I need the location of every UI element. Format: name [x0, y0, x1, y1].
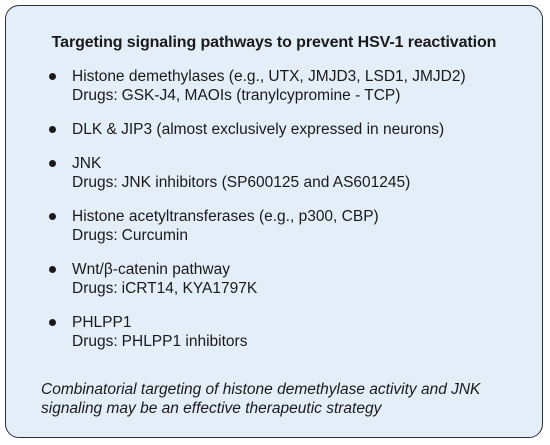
list-item: Wnt/β-catenin pathway Drugs:iCRT14, KYA1… — [47, 260, 466, 298]
drugs-label: Drugs: — [72, 280, 118, 297]
drugs-label: Drugs: — [72, 227, 118, 244]
bullet-icon — [49, 73, 56, 80]
summary-panel: Targeting signaling pathways to prevent … — [5, 5, 543, 438]
conclusion-line-1: Combinatorial targeting of histone demet… — [41, 381, 481, 398]
drugs-line: Drugs:PHLPP1 inhibitors — [72, 332, 466, 351]
target-text: Histone demethylases (e.g., UTX, JMJD3, … — [72, 68, 466, 85]
bullet-icon — [49, 266, 56, 273]
bullet-icon — [49, 213, 56, 220]
drugs-text: Curcumin — [121, 227, 188, 244]
drugs-label: Drugs: — [72, 174, 118, 191]
list-item: PHLPP1 Drugs:PHLPP1 inhibitors — [47, 313, 466, 351]
list-item: DLK & JIP3 (almost exclusively expressed… — [47, 120, 466, 139]
bullet-icon — [49, 126, 56, 133]
drugs-text: JNK inhibitors (SP600125 and AS601245) — [121, 174, 411, 191]
target-text: PHLPP1 — [72, 314, 132, 331]
drugs-label: Drugs: — [72, 87, 118, 104]
panel-title: Targeting signaling pathways to prevent … — [51, 34, 497, 51]
drugs-line: Drugs:Curcumin — [72, 226, 466, 245]
drugs-line: Drugs:JNK inhibitors (SP600125 and AS601… — [72, 173, 466, 192]
drugs-text: PHLPP1 inhibitors — [121, 333, 248, 350]
drugs-line: Drugs:GSK-J4, MAOIs (tranylcypromine - T… — [72, 86, 466, 105]
bullet-icon — [49, 319, 56, 326]
list-item: Histone acetyltransferases (e.g., p300, … — [47, 207, 466, 245]
list-item: JNK Drugs:JNK inhibitors (SP600125 and A… — [47, 154, 466, 192]
conclusion-line-2: signaling may be an effective therapeuti… — [41, 400, 382, 417]
target-text: DLK & JIP3 (almost exclusively expressed… — [72, 121, 445, 138]
target-text: Histone acetyltransferases (e.g., p300, … — [72, 208, 379, 225]
pathway-list: Histone demethylases (e.g., UTX, JMJD3, … — [47, 67, 466, 366]
drugs-text: GSK-J4, MAOIs (tranylcypromine - TCP) — [121, 87, 401, 104]
target-text: JNK — [72, 155, 102, 172]
target-text: Wnt/β-catenin pathway — [72, 261, 230, 278]
drugs-text: iCRT14, KYA1797K — [121, 280, 258, 297]
drugs-label: Drugs: — [72, 333, 118, 350]
drugs-line: Drugs:iCRT14, KYA1797K — [72, 279, 466, 298]
conclusion-text: Combinatorial targeting of histone demet… — [41, 380, 521, 418]
bullet-icon — [49, 160, 56, 167]
list-item: Histone demethylases (e.g., UTX, JMJD3, … — [47, 67, 466, 105]
